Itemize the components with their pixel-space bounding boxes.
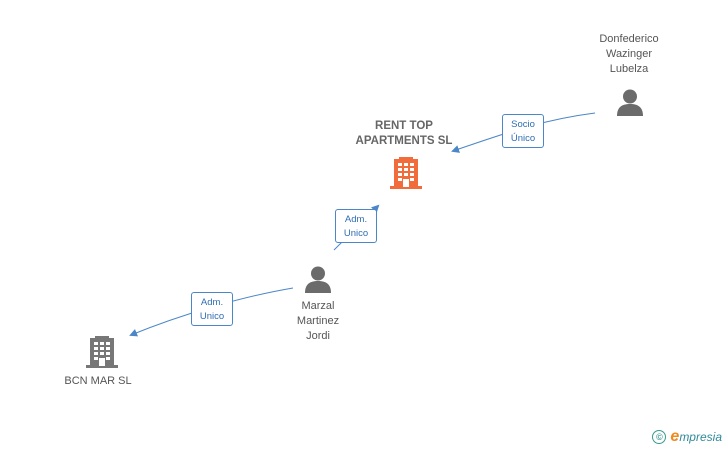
edge-label-socio-unico: Socio Único: [502, 114, 544, 148]
edge-label-adm-unico: Adm. Unico: [335, 209, 377, 243]
building-icon[interactable]: [390, 157, 422, 189]
person-icon[interactable]: [617, 89, 643, 117]
brand-name: mpresia: [679, 430, 722, 444]
brand-initial: e: [670, 428, 680, 445]
person-name-marzal[interactable]: Marzal Martinez Jordi: [296, 300, 340, 342]
edge-label-adm-unico: Adm. Unico: [191, 292, 233, 326]
person-icon[interactable]: [305, 266, 331, 294]
building-icon[interactable]: [86, 336, 118, 368]
person-name-donfederico[interactable]: Donfederico Wazinger Lubelza: [599, 33, 659, 75]
copyright-icon: ©: [652, 430, 667, 444]
company-name-rent-top[interactable]: RENT TOP APARTMENTS SL: [355, 120, 453, 147]
company-name-bcn-mar[interactable]: BCN MAR SL: [64, 375, 132, 387]
